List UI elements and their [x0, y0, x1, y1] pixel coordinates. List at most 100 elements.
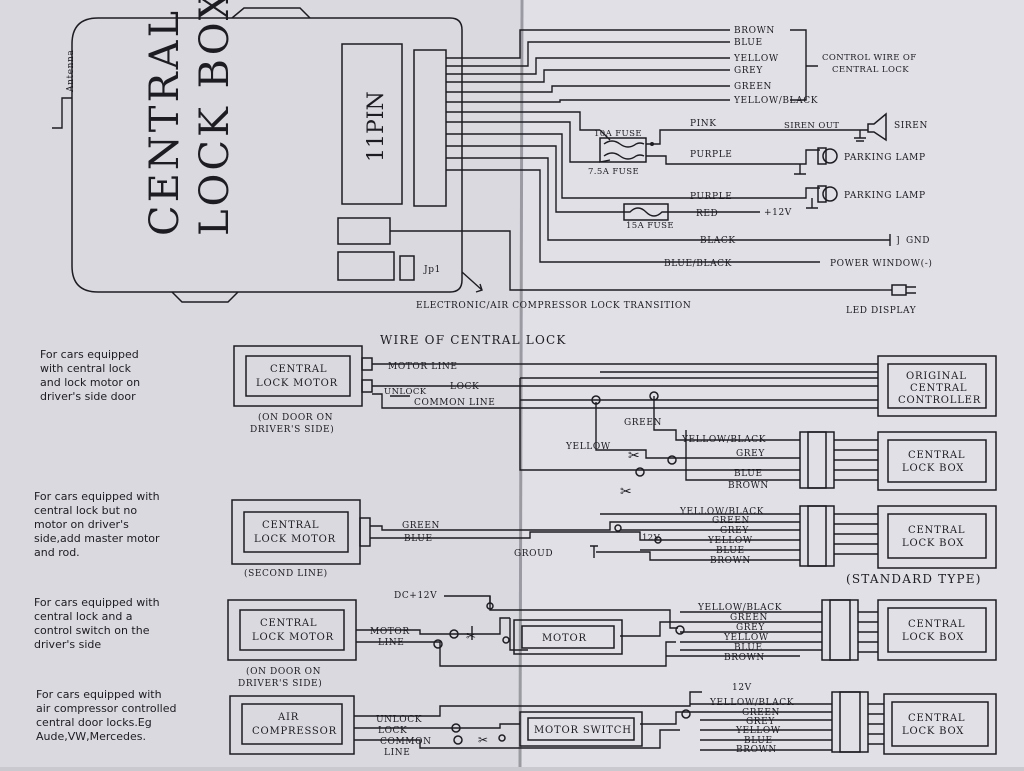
parking-lamp-2-label: PARKING LAMP	[844, 191, 926, 201]
led-connector	[337, 251, 395, 281]
s3-note-3: control switch on the	[34, 624, 150, 637]
s3-sub-1: (ON DOOR ON	[246, 666, 321, 677]
s1-motor-text-2: LOCK MOTOR	[256, 378, 338, 389]
left-page	[0, 0, 530, 767]
s1-yellow: YELLOW	[565, 442, 611, 452]
fuse-10a-label: 10A FUSE	[594, 129, 642, 139]
s1-central-lock-motor: CENTRAL LOCK MOTOR	[233, 345, 373, 407]
s2-green: GREEN	[402, 521, 440, 531]
s2-motor-text-1: CENTRAL	[262, 520, 319, 531]
antenna-label: Antenna	[66, 50, 76, 93]
wire-yellow-black: YELLOW/BLACK	[733, 96, 818, 106]
s4-note-1: For cars equipped with	[36, 688, 162, 701]
wire-yellow: YELLOW	[733, 54, 779, 64]
fuse-15a-label: 15A FUSE	[626, 221, 674, 231]
s4-note-3: central door locks.Eg	[36, 716, 152, 729]
s3-box-text-1: CENTRAL	[908, 619, 965, 630]
top-wire-labels: BROWN BLUE YELLOW GREY GREEN YELLOW/BLAC…	[664, 26, 818, 269]
box-title-line-2: LOCK BOX	[192, 0, 238, 236]
scissors-icon: ✂	[628, 448, 640, 464]
fuse-block: 10A FUSE 7.5A FUSE	[588, 129, 780, 177]
wire-blue-black: BLUE/BLACK	[664, 259, 732, 269]
s3-green: GREEN	[730, 613, 768, 623]
s3-lines	[356, 595, 800, 667]
s3-yellow: YELLOW	[723, 633, 769, 643]
s3-note-4: driver's side	[34, 638, 101, 651]
s2-note: For cars equipped with central lock but …	[34, 490, 160, 559]
s2-yellow-black: YELLOW/BLACK	[679, 507, 764, 517]
wire-blue: BLUE	[734, 38, 763, 48]
s2-12v: 12V	[642, 533, 661, 543]
siren-out-label: SIREN OUT	[784, 121, 839, 131]
s4-note: For cars equipped with air compressor co…	[36, 688, 177, 743]
led-display: LED DISPLAY	[846, 284, 916, 316]
s3-motor-text-1: CENTRAL	[260, 618, 317, 629]
s4-connector	[800, 691, 884, 753]
siren-label: SIREN	[894, 121, 928, 131]
s1-box-text-2: LOCK BOX	[902, 463, 964, 474]
s2-grey-wire: GREY	[720, 526, 749, 536]
s4-grey: GREY	[746, 717, 775, 727]
s3-sub-2: DRIVER'S SIDE)	[238, 678, 322, 689]
s2-note-5: and rod.	[34, 546, 80, 559]
s1-blue: BLUE	[734, 469, 763, 479]
s2-central-lock-motor: CENTRAL LOCK MOTOR	[231, 499, 371, 565]
s4-note-4: Aude,VW,Mercedes.	[36, 730, 146, 743]
wire-title: WIRE OF CENTRAL LOCK	[380, 333, 567, 347]
s1-yellow-black: YELLOW/BLACK	[681, 435, 766, 445]
s1-green: GREEN	[624, 418, 662, 428]
svg-text:]: ]	[896, 236, 900, 246]
orig-ctrl-1: ORIGINAL	[906, 371, 967, 382]
s1-note-2: with central lock	[40, 362, 132, 375]
s3-motor-text: MOTOR	[542, 633, 587, 644]
motor-switch-text: MOTOR SWITCH	[534, 725, 632, 736]
scissors-icon: ✂	[478, 733, 489, 747]
s1-common-line: COMMON LINE	[414, 398, 495, 408]
s3-motor: MOTOR	[513, 619, 623, 655]
s4-blue: BLUE	[744, 736, 773, 746]
s2-note-4: side,add master motor	[34, 532, 160, 545]
s1-note-4: driver's side door	[40, 390, 136, 403]
s1-brown: BROWN	[728, 481, 769, 491]
s1-lines	[372, 363, 878, 481]
s2-sub: (SECOND LINE)	[244, 568, 328, 579]
s2-blue-wire: BLUE	[716, 546, 745, 556]
s3-brown: BROWN	[724, 653, 765, 663]
parking-lamp-1: PARKING LAMP	[780, 147, 925, 175]
s2-central-lock-box: CENTRAL LOCK BOX	[877, 505, 997, 569]
wire-green: GREEN	[734, 82, 772, 92]
wire-purple-1: PURPLE	[690, 150, 732, 160]
control-wire-label-1: CONTROL WIRE OF	[822, 53, 917, 63]
s3-blue: BLUE	[734, 643, 763, 653]
s4-lock: LOCK	[378, 726, 407, 736]
s4-box-text-1: CENTRAL	[908, 713, 965, 724]
s1-note-1: For cars equipped	[40, 348, 139, 361]
siren: SIREN OUT SIREN	[780, 112, 928, 142]
s2-yellow-wire: YELLOW	[707, 536, 753, 546]
control-wire-brace	[790, 29, 818, 101]
s2-green-wire: GREEN	[712, 516, 750, 526]
page-fold	[518, 0, 524, 768]
s1-central-lock-box: CENTRAL LOCK BOX	[877, 431, 997, 491]
s3-note-2: central lock and a	[34, 610, 133, 623]
s3-central-lock-box: CENTRAL LOCK BOX	[877, 599, 997, 661]
s3-motor-line-2: LINE	[378, 638, 404, 648]
fuse-15a: 15A FUSE +12V	[600, 203, 791, 231]
s3-box-text-2: LOCK BOX	[902, 632, 964, 643]
s3-note: For cars equipped with central lock and …	[34, 596, 160, 651]
s3-yellow-black: YELLOW/BLACK	[697, 603, 782, 613]
s4-lines	[354, 691, 800, 751]
wire-grey: GREY	[734, 66, 763, 76]
s4-unlock: UNLOCK	[376, 715, 422, 725]
s2-connector	[799, 505, 878, 567]
orig-ctrl-2: CENTRAL	[910, 383, 967, 394]
control-wire-label-2: CENTRAL LOCK	[832, 65, 909, 75]
s4-air-compressor: AIR COMPRESSOR	[229, 695, 355, 755]
wire-brown: BROWN	[734, 26, 775, 36]
fuse-75a-label: 7.5A FUSE	[588, 167, 639, 177]
s2-blue: BLUE	[404, 534, 433, 544]
s4-common-line-2: LINE	[384, 748, 410, 758]
parking-lamp-2: PARKING LAMP	[730, 185, 926, 209]
s2-box-text-2: LOCK BOX	[902, 538, 964, 549]
s2-note-1: For cars equipped with	[34, 490, 160, 503]
